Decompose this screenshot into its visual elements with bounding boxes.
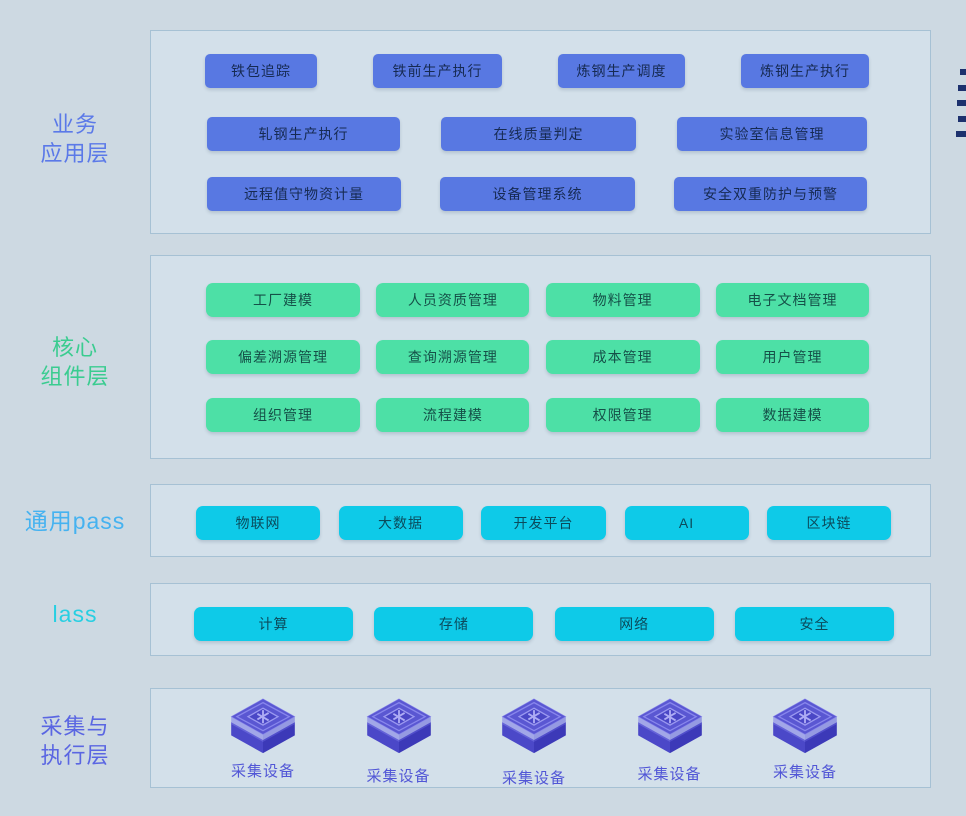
module-data-modeling[interactable]: 数据建模 (715, 398, 869, 432)
device-label: 采集设备 (772, 764, 837, 781)
module-edocument-management[interactable]: 电子文档管理 (715, 283, 869, 317)
module-deviation-tracing[interactable]: 偏差溯源管理 (206, 340, 360, 374)
device-row: 采集设备 采集设备 (213, 697, 855, 788)
module-steelmaking-mes[interactable]: 炼钢生产执行 (741, 54, 869, 88)
layer-label-line: 业务 (51, 112, 98, 137)
layer-label-line: 通用pass (24, 508, 126, 534)
collector-device: 采集设备 (213, 697, 313, 788)
module-dev-platform[interactable]: 开发平台 (481, 506, 606, 540)
collector-cube-icon (637, 698, 702, 754)
module-permission-management[interactable]: 权限管理 (545, 398, 700, 432)
business-row-2: 轧钢生产执行 在线质量判定 实验室信息管理 (207, 117, 867, 151)
layer-label-business: 业务 应用层 (5, 110, 145, 168)
module-network[interactable]: 网络 (554, 607, 714, 641)
collector-cube-icon (772, 698, 838, 754)
device-label: 采集设备 (637, 766, 702, 783)
core-row-2: 偏差溯源管理 查询溯源管理 成本管理 用户管理 (206, 340, 869, 374)
module-remote-weighing[interactable]: 远程值守物资计量 (207, 177, 401, 211)
panel-collect-execute: 采集设备 采集设备 (150, 688, 931, 788)
module-ai[interactable]: AI (624, 506, 749, 540)
module-lims[interactable]: 实验室信息管理 (677, 117, 867, 151)
layer-label-paas: 通用pass (5, 506, 145, 536)
paas-row: 物联网 大数据 开发平台 AI 区块链 (196, 506, 891, 540)
business-row-1: 铁包追踪 铁前生产执行 炼钢生产调度 炼钢生产执行 (205, 54, 869, 88)
module-security[interactable]: 安全 (734, 607, 894, 641)
module-storage[interactable]: 存储 (374, 607, 534, 641)
collector-device: 采集设备 (620, 697, 720, 788)
module-blockchain[interactable]: 区块链 (767, 506, 891, 540)
layer-label-core: 核心 组件层 (5, 333, 145, 391)
module-material-management[interactable]: 物料管理 (545, 283, 700, 317)
module-safety-prevention[interactable]: 安全双重防护与预警 (674, 177, 867, 211)
business-row-3: 远程值守物资计量 设备管理系统 安全双重防护与预警 (207, 177, 867, 211)
edge-clipped-mark (956, 131, 966, 137)
module-equipment-management[interactable]: 设备管理系统 (440, 177, 635, 211)
iaas-row: 计算 存储 网络 安全 (194, 607, 894, 641)
panel-iaas: 计算 存储 网络 安全 (150, 583, 931, 656)
device-label: 采集设备 (501, 770, 566, 787)
module-organization-management[interactable]: 组织管理 (206, 398, 360, 432)
edge-clipped-mark (958, 85, 966, 91)
module-online-quality[interactable]: 在线质量判定 (441, 117, 636, 151)
layer-label-line: 执行层 (40, 743, 110, 769)
module-bigdata[interactable]: 大数据 (338, 506, 463, 540)
layer-label-iaas: lass (5, 599, 145, 629)
module-compute[interactable]: 计算 (194, 607, 353, 641)
layer-label-line: 采集与 (40, 714, 110, 739)
device-label: 采集设备 (230, 763, 295, 780)
module-iot[interactable]: 物联网 (196, 506, 320, 540)
edge-clipped-mark (960, 69, 966, 75)
edge-clipped-mark (958, 116, 966, 122)
collector-device: 采集设备 (349, 697, 449, 788)
module-query-tracing[interactable]: 查询溯源管理 (376, 340, 530, 374)
module-process-modeling[interactable]: 流程建模 (376, 398, 530, 432)
layer-label-collect: 采集与 执行层 (5, 712, 145, 770)
collector-cube-icon (501, 698, 567, 754)
panel-business-apps: 铁包追踪 铁前生产执行 炼钢生产调度 炼钢生产执行 轧钢生产执行 在线质量判定 … (150, 30, 931, 234)
layer-label-line: 核心 (51, 335, 98, 360)
panel-core-components: 工厂建模 人员资质管理 物料管理 电子文档管理 偏差溯源管理 查询溯源管理 成本… (150, 255, 931, 459)
collector-device: 采集设备 (484, 697, 584, 788)
collector-device: 采集设备 (755, 697, 855, 788)
layer-label-line: lass (52, 601, 98, 627)
module-tiebao-tracking[interactable]: 铁包追踪 (205, 54, 317, 88)
module-ironmaking-mes[interactable]: 铁前生产执行 (373, 54, 502, 88)
module-personnel-qualification[interactable]: 人员资质管理 (376, 283, 530, 317)
core-row-1: 工厂建模 人员资质管理 物料管理 电子文档管理 (206, 283, 869, 317)
collector-cube-icon (230, 698, 296, 754)
device-label: 采集设备 (366, 768, 431, 785)
layer-label-line: 应用层 (40, 141, 110, 167)
module-cost-management[interactable]: 成本管理 (545, 340, 700, 374)
core-row-3: 组织管理 流程建模 权限管理 数据建模 (206, 398, 869, 432)
module-steelmaking-scheduling[interactable]: 炼钢生产调度 (558, 54, 685, 88)
panel-paas: 物联网 大数据 开发平台 AI 区块链 (150, 484, 931, 557)
module-user-management[interactable]: 用户管理 (715, 340, 869, 374)
collector-cube-icon (366, 698, 431, 754)
edge-clipped-mark (957, 100, 966, 106)
module-rolling-mes[interactable]: 轧钢生产执行 (207, 117, 400, 151)
layer-label-line: 组件层 (40, 364, 110, 390)
module-factory-modeling[interactable]: 工厂建模 (206, 283, 360, 317)
